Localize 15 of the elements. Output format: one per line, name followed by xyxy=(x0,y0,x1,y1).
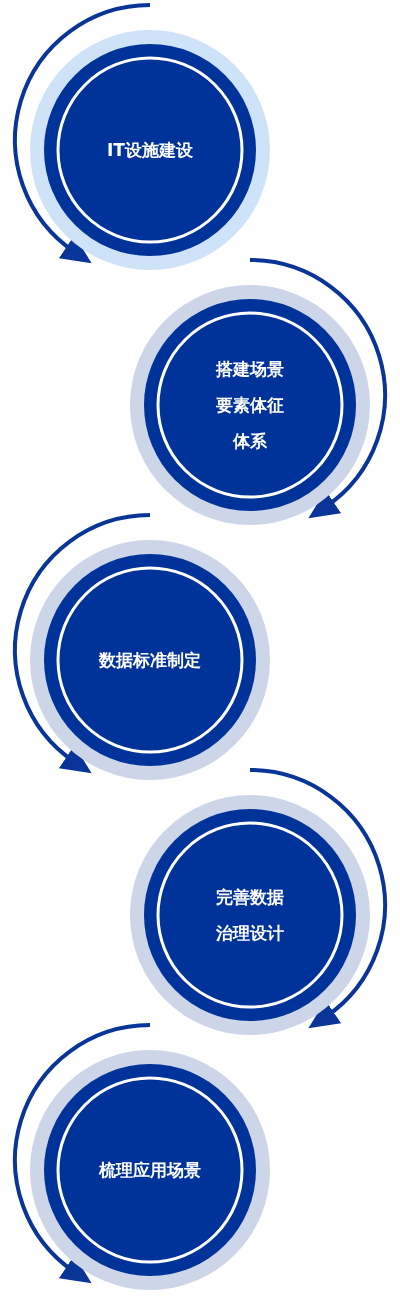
step-circle xyxy=(130,795,370,1035)
arrow xyxy=(249,768,387,1030)
step-circle xyxy=(30,30,270,270)
step-label: 数据标准制定 xyxy=(98,649,202,672)
arrow xyxy=(13,513,151,775)
step-label: 完善数据治理设计 xyxy=(215,886,285,945)
step-circle xyxy=(130,285,370,525)
step-circle xyxy=(30,1050,270,1290)
arrow xyxy=(13,1023,151,1285)
step-label: 搭建场景要素体征体系 xyxy=(214,358,285,453)
arrow xyxy=(249,258,387,520)
step-label: 梳理应用场景 xyxy=(98,1159,202,1182)
step-label: IT设施建设 xyxy=(106,139,194,162)
step-circle xyxy=(30,540,270,780)
arrow xyxy=(13,3,151,265)
